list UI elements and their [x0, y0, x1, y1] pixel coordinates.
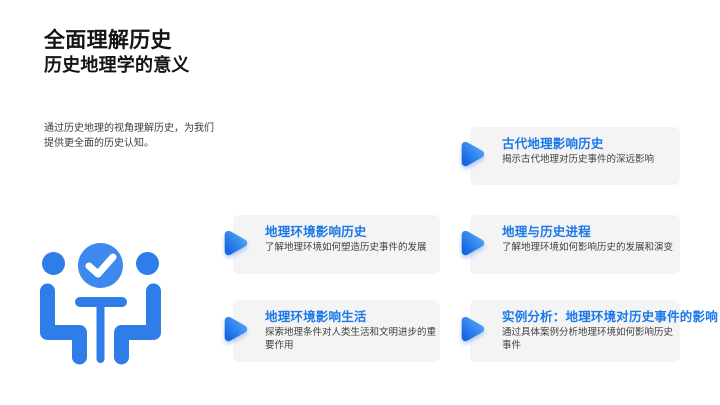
- card-description: 了解地理环境如何塑造历史事件的发展: [265, 242, 427, 254]
- card-title: 古代地理影响历史: [502, 137, 604, 151]
- meeting-people-check-icon: [38, 243, 163, 369]
- card-geo-env-life: 地理环境影响生活 探索地理条件对人类生活和文明进步的重要作用: [224, 300, 440, 362]
- page-subtitle: 历史地理学的意义: [44, 55, 190, 75]
- arrow-right-icon: [461, 230, 485, 255]
- arrow-right-icon: [224, 316, 248, 342]
- page-title: 全面理解历史: [44, 29, 172, 52]
- card-description: 探索地理条件对人类生活和文明进步的重要作用: [265, 327, 437, 351]
- card-case-analysis: 实例分析：地理环境对历史事件的影响 通过具体案例分析地理环境如何影响历史事件: [461, 300, 718, 362]
- card-title: 实例分析：地理环境对历史事件的影响: [502, 310, 718, 324]
- card-geo-history-process: 地理与历史进程 了解地理环境如何影响历史的发展和演变: [461, 215, 680, 274]
- arrow-right-icon: [461, 316, 485, 342]
- card-title: 地理环境影响历史: [265, 225, 367, 239]
- card-ancient-geography: 古代地理影响历史 揭示古代地理对历史事件的深远影响: [461, 127, 680, 185]
- card-title: 地理环境影响生活: [265, 310, 367, 324]
- arrow-right-icon: [224, 230, 248, 255]
- arrow-right-icon: [461, 141, 485, 167]
- card-description: 通过具体案例分析地理环境如何影响历史事件: [502, 327, 674, 351]
- card-geo-env-history: 地理环境影响历史 了解地理环境如何塑造历史事件的发展: [224, 215, 440, 274]
- card-title: 地理与历史进程: [502, 225, 591, 239]
- intro-line-2: 提供更全面的历史认知。: [44, 137, 154, 149]
- intro-line-1: 通过历史地理的视角理解历史，为我们: [44, 123, 214, 134]
- intro-paragraph: 通过历史地理的视角理解历史，为我们 提供更全面的历史认知。: [44, 122, 220, 151]
- card-description: 揭示古代地理对历史事件的深远影响: [502, 154, 655, 166]
- card-description: 了解地理环境如何影响历史的发展和演变: [502, 242, 674, 254]
